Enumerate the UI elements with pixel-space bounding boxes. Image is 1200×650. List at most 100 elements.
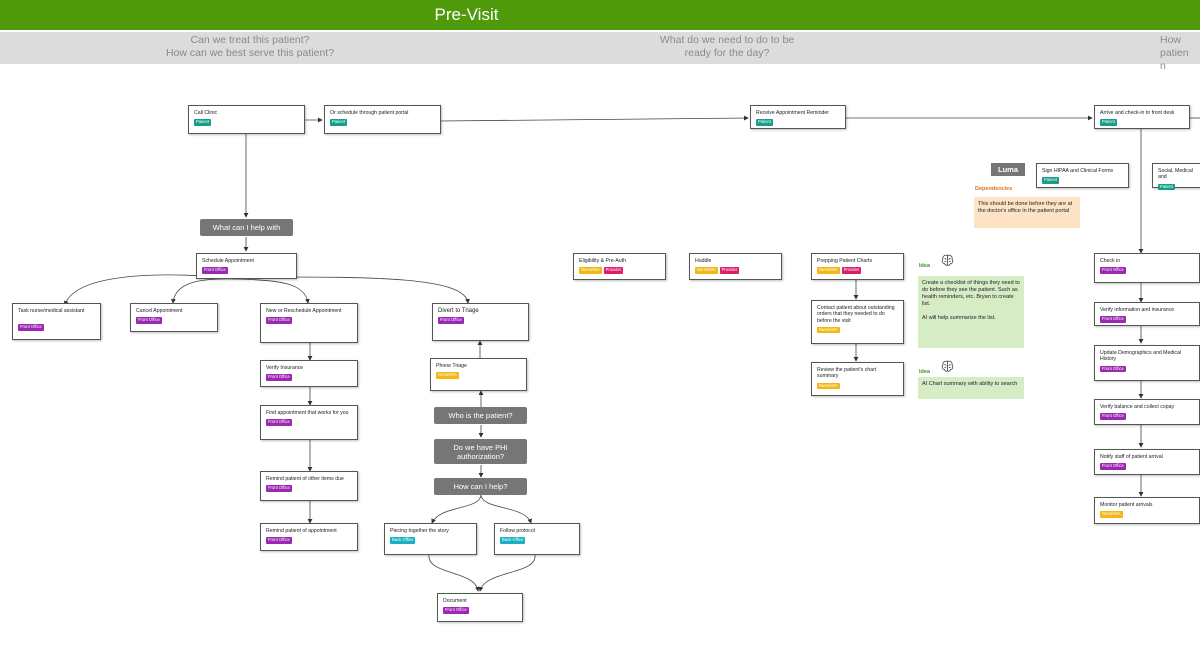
role-tag-provider: Provider <box>719 267 740 274</box>
card-label: Divert to Triage <box>438 308 479 314</box>
role-tag-front-office: Front Office <box>136 317 162 324</box>
role-tag-back-office: Back Office <box>390 537 416 544</box>
prompt-phi-authorization: Do we have PHI authorization? <box>434 439 527 464</box>
role-tag-front-office: Front Office <box>1100 413 1126 420</box>
card-label: Call Clinic <box>194 110 218 116</box>
role-tag-front-office: Front Office <box>1100 365 1126 373</box>
dependencies-note: This should be done before they are at t… <box>974 197 1080 228</box>
card-label: Social, Medical and <box>1158 168 1193 181</box>
card-label: Find appointment that works for you <box>266 410 349 416</box>
idea-label-2: Idea <box>919 369 931 375</box>
card-label: Or schedule through patient portal <box>330 110 409 116</box>
role-tag-front-office: Front Office <box>1100 463 1126 470</box>
role-tag-patient: Patient <box>1158 183 1176 191</box>
role-tag-front-office: Front Office <box>1100 267 1126 274</box>
card-label: Verify Insurance <box>266 365 304 371</box>
role-tag-front-office: Front Office <box>266 419 292 426</box>
role-tag-patient: Patient <box>330 119 348 126</box>
idea-label-1: Idea <box>919 263 931 269</box>
luma-label: Luma <box>991 163 1025 176</box>
card-label: Phone Triage <box>436 363 467 369</box>
idea-note-ai-chart: AI Chart summary with ability to search <box>918 377 1024 399</box>
card-label: Eligibility & Pre-Auth <box>579 258 626 264</box>
role-tag-nurse: Nurse/MA <box>817 382 840 390</box>
card-label: New or Reschedule Appointment <box>266 308 342 314</box>
card-label: Remind patient of appointment <box>266 528 337 534</box>
phase-title: Pre-Visit <box>434 5 499 24</box>
prompt-who-is-patient: Who is the patient? <box>434 407 527 424</box>
role-tag-front-office: Front Office <box>266 485 292 492</box>
card-label: Update Demographics and Medical History <box>1100 350 1182 363</box>
question-2: What do we need to do to be ready for th… <box>659 34 795 59</box>
prompt-what-can-i-help: What can I help with <box>200 219 293 236</box>
role-tag-patient: Patient <box>1042 177 1060 184</box>
prompt-how-can-i-help: How can I help? <box>434 478 527 495</box>
card-label: Task nurse/medical assistant <box>18 308 85 314</box>
role-tag-front-office: Front Office <box>443 607 469 614</box>
role-tag-front-office: Front Office <box>1100 316 1126 323</box>
card-label: Verify balance and collect copay <box>1100 404 1175 410</box>
role-tag-front-office: Front Office <box>266 317 292 324</box>
role-tag-patient: Patient <box>756 119 774 126</box>
role-tag-front-office: Front Office <box>18 324 44 331</box>
card-label: Piecing together the story <box>390 528 449 534</box>
question-1: Can we treat this patient? How can we be… <box>165 34 335 59</box>
card-label: Contact patient about outstanding orders… <box>817 305 895 324</box>
card-label: Notify staff of patient arrival <box>1100 454 1163 460</box>
brain-icon <box>941 360 954 372</box>
role-tag-provider: Provider <box>603 267 624 274</box>
card-contact-patient[interactable]: Contact patient about outstanding orders… <box>811 300 904 344</box>
role-tag-back-office: Back Office <box>500 537 526 544</box>
role-tag-nurse: Nurse/MA <box>436 372 459 379</box>
card-check-in[interactable]: Check in Front Office <box>1094 253 1200 283</box>
card-label: Receive Appointment Reminder <box>756 110 829 116</box>
role-tag-front-office: Front Office <box>266 537 292 544</box>
role-tag-nurse: Nurse/MA <box>817 267 840 274</box>
question-band <box>0 32 1200 64</box>
role-tag-nurse: Nurse/MA <box>1100 511 1123 518</box>
card-label: Monitor patient arrivals <box>1100 502 1153 508</box>
card-label: Verify information and insurance <box>1100 307 1175 313</box>
role-tag-nurse: Nurse/MA <box>817 326 840 334</box>
brain-icon <box>941 254 954 266</box>
card-label: Arrive and check-in to front desk <box>1100 110 1175 116</box>
next-phase-header <box>933 0 1200 30</box>
card-label: Follow protocol <box>500 528 535 534</box>
card-label: Prepping Patient Charts <box>817 258 873 264</box>
card-label: Huddle <box>695 258 712 264</box>
role-tag-front-office: Front Office <box>438 317 464 324</box>
card-label: Schedule Appointment <box>202 258 254 264</box>
card-label: Document <box>443 598 467 604</box>
card-label: Sign HIPAA and Clinical Forms <box>1042 168 1114 174</box>
card-label: Check in <box>1100 258 1121 264</box>
